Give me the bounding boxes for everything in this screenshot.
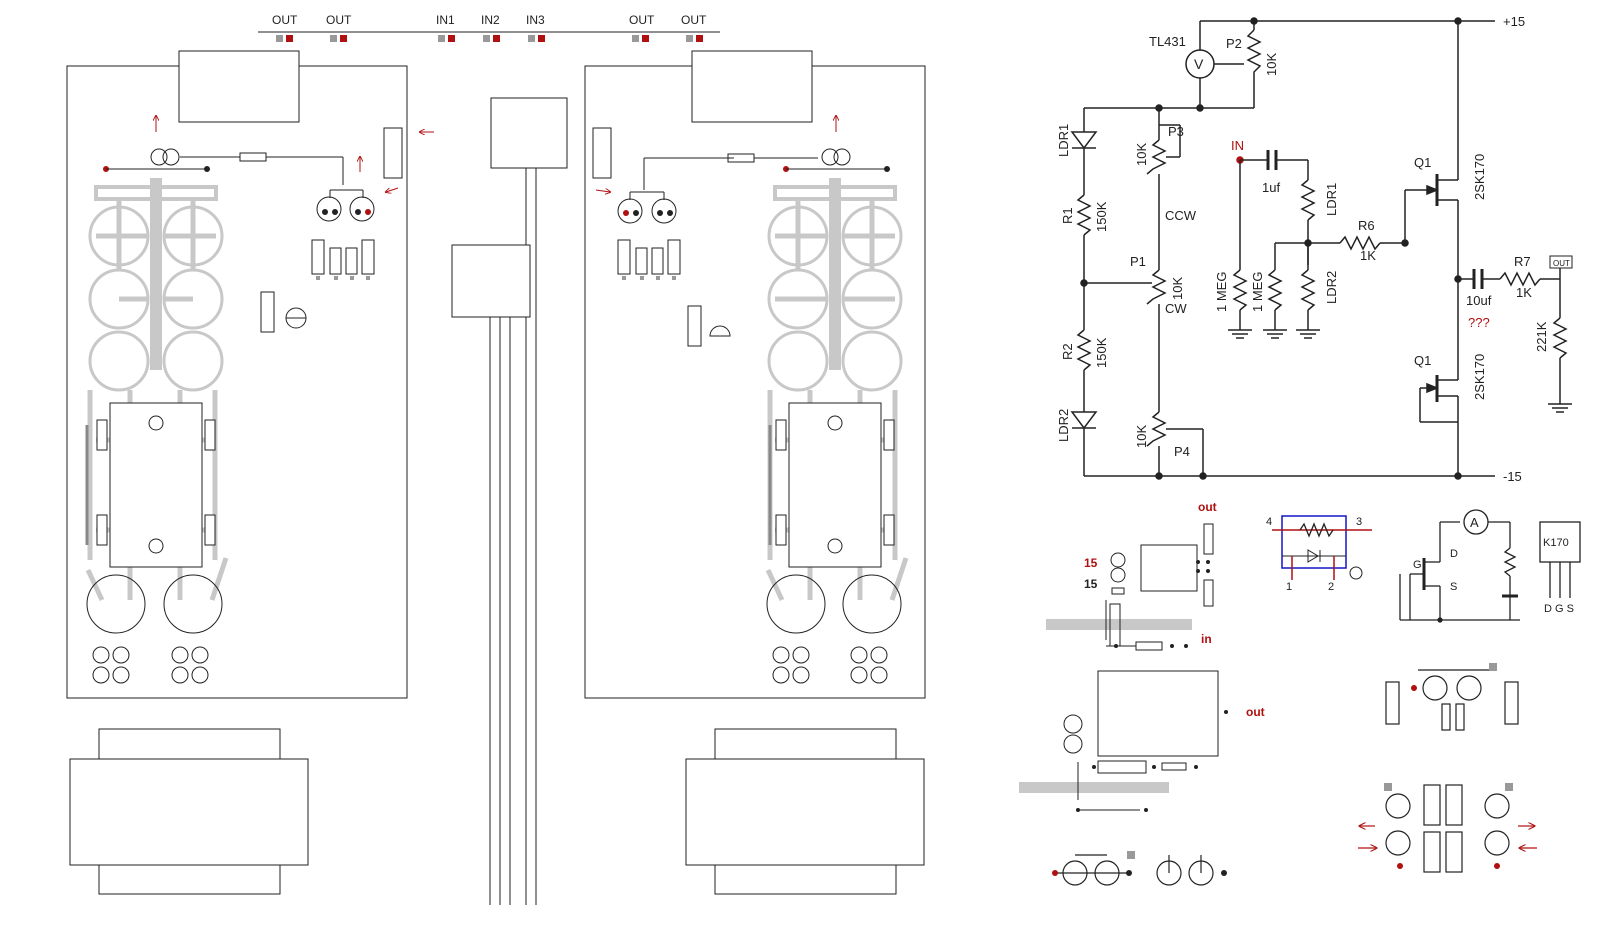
dual-transistor <box>150 148 180 166</box>
q1-part-label: 2SK170 <box>1472 154 1487 200</box>
connector-out-1: OUT <box>272 13 298 42</box>
p4-label: P4 <box>1174 444 1190 459</box>
small-transistor-pair <box>617 191 677 224</box>
dgs-label: D G S <box>1544 603 1574 615</box>
connector-in2: IN2 <box>481 13 500 42</box>
p4-value: 10K <box>1134 425 1149 448</box>
connector-out-2: OUT <box>326 13 352 42</box>
pin-label: 4 <box>1266 516 1272 528</box>
p1-label: P1 <box>1130 254 1146 269</box>
r2-label: R2 <box>1060 343 1075 360</box>
detail-transistor-pair <box>1385 663 1519 731</box>
ldr1-label: LDR1 <box>1324 183 1339 216</box>
output-module <box>85 402 216 568</box>
output-box-label: OUT <box>1553 259 1570 268</box>
p3-label: P3 <box>1168 124 1184 139</box>
r6-value: 1K <box>1360 248 1376 263</box>
jfet-test-circuit <box>1399 509 1520 623</box>
small-caps-group <box>772 646 888 684</box>
pin-label: 2 <box>1328 581 1334 593</box>
out-label: out <box>1198 500 1217 514</box>
heatsink-block <box>691 50 813 123</box>
r2-value: 150K <box>1094 337 1109 368</box>
r6-label: R6 <box>1358 218 1375 233</box>
v15-label: 15 <box>1084 577 1098 591</box>
ccw-label: CCW <box>1165 208 1197 223</box>
right-pcb-board <box>584 50 926 699</box>
resistor-row <box>311 239 375 280</box>
drain-label: D <box>1450 548 1458 560</box>
connector-label: OUT <box>681 13 707 27</box>
v15-label: 15 <box>1084 556 1098 570</box>
in-label: in <box>1201 632 1212 646</box>
c1-value: 1uf <box>1262 180 1280 195</box>
connector-strip: OUT OUT IN1 IN2 IN3 OUT OUT <box>258 13 720 42</box>
out-label: out <box>1246 705 1265 719</box>
r7-label: R7 <box>1514 254 1531 269</box>
detail-transistor-row <box>1052 851 1227 886</box>
cw-label: CW <box>1165 301 1187 316</box>
rail-plus-label: +15 <box>1503 14 1525 29</box>
output-module <box>768 402 895 568</box>
k170-package <box>1539 521 1581 598</box>
p1-value: 10K <box>1170 277 1185 300</box>
ldr-optocoupler-symbol <box>1272 515 1372 580</box>
left-transformer <box>69 728 309 895</box>
connector-label: OUT <box>326 13 352 27</box>
detail-board-2 <box>1019 670 1228 812</box>
connector-in1: IN1 <box>436 13 455 42</box>
connector-label: IN2 <box>481 13 500 27</box>
k170-label: K170 <box>1543 537 1569 549</box>
r7-value: 1K <box>1516 285 1532 300</box>
source-label: S <box>1450 581 1457 593</box>
resistor-1meg-label: 1 MEG <box>1250 272 1265 312</box>
middle-wiring <box>451 97 568 905</box>
ldr2-label: LDR2 <box>1056 409 1071 442</box>
detail-board-1 <box>1046 523 1214 651</box>
ammeter-label: A <box>1470 515 1479 530</box>
pin-label: 1 <box>1286 581 1292 593</box>
resistor-row <box>617 239 681 280</box>
r1-value: 150K <box>1094 201 1109 232</box>
connector-label: OUT <box>272 13 298 27</box>
right-transformer <box>685 728 925 895</box>
rail-minus-label: -15 <box>1503 469 1522 484</box>
p3-value: 10K <box>1134 143 1149 166</box>
optocoupler-pin-labels: 4 3 1 2 <box>1266 516 1362 593</box>
r1-label: R1 <box>1060 207 1075 224</box>
p2-value: 10K <box>1264 53 1279 76</box>
voltmeter-label: V <box>1194 56 1204 72</box>
resistor-1meg-label: 1 MEG <box>1214 272 1229 312</box>
schematic-labels: +15 -15 TL431 V P2 10K P3 10K CCW P1 10K… <box>1056 14 1570 484</box>
jfet-labels: A G D S <box>1413 515 1479 593</box>
ldr1-label: LDR1 <box>1056 124 1071 157</box>
small-caps-group <box>92 646 209 684</box>
p2-label: P2 <box>1226 36 1242 51</box>
question-marks: ??? <box>1468 315 1490 330</box>
heatsink-block <box>178 50 300 123</box>
connector-in3: IN3 <box>526 13 545 42</box>
pin-label: 3 <box>1356 516 1362 528</box>
q1-part-label: 2SK170 <box>1472 354 1487 400</box>
connector-label: OUT <box>629 13 655 27</box>
detail-transistor-cluster <box>1358 783 1537 873</box>
schematic <box>1070 17 1573 480</box>
connector-label: IN1 <box>436 13 455 27</box>
q1-label: Q1 <box>1414 353 1431 368</box>
input-label: IN <box>1231 138 1244 153</box>
gate-label: G <box>1413 559 1422 571</box>
q1-label: Q1 <box>1414 155 1431 170</box>
small-transistor-pair <box>316 189 375 222</box>
left-pcb-board <box>66 50 434 699</box>
connector-out-3: OUT <box>629 13 655 42</box>
c2-value: 10uf <box>1466 293 1492 308</box>
detail-board-1-labels: out 15 15 in <box>1084 500 1217 646</box>
ldr2-label: LDR2 <box>1324 271 1339 304</box>
connector-label: IN3 <box>526 13 545 27</box>
load-resistor-value: 221K <box>1534 321 1549 352</box>
tl431-label: TL431 <box>1149 34 1186 49</box>
connector-out-4: OUT <box>681 13 707 42</box>
